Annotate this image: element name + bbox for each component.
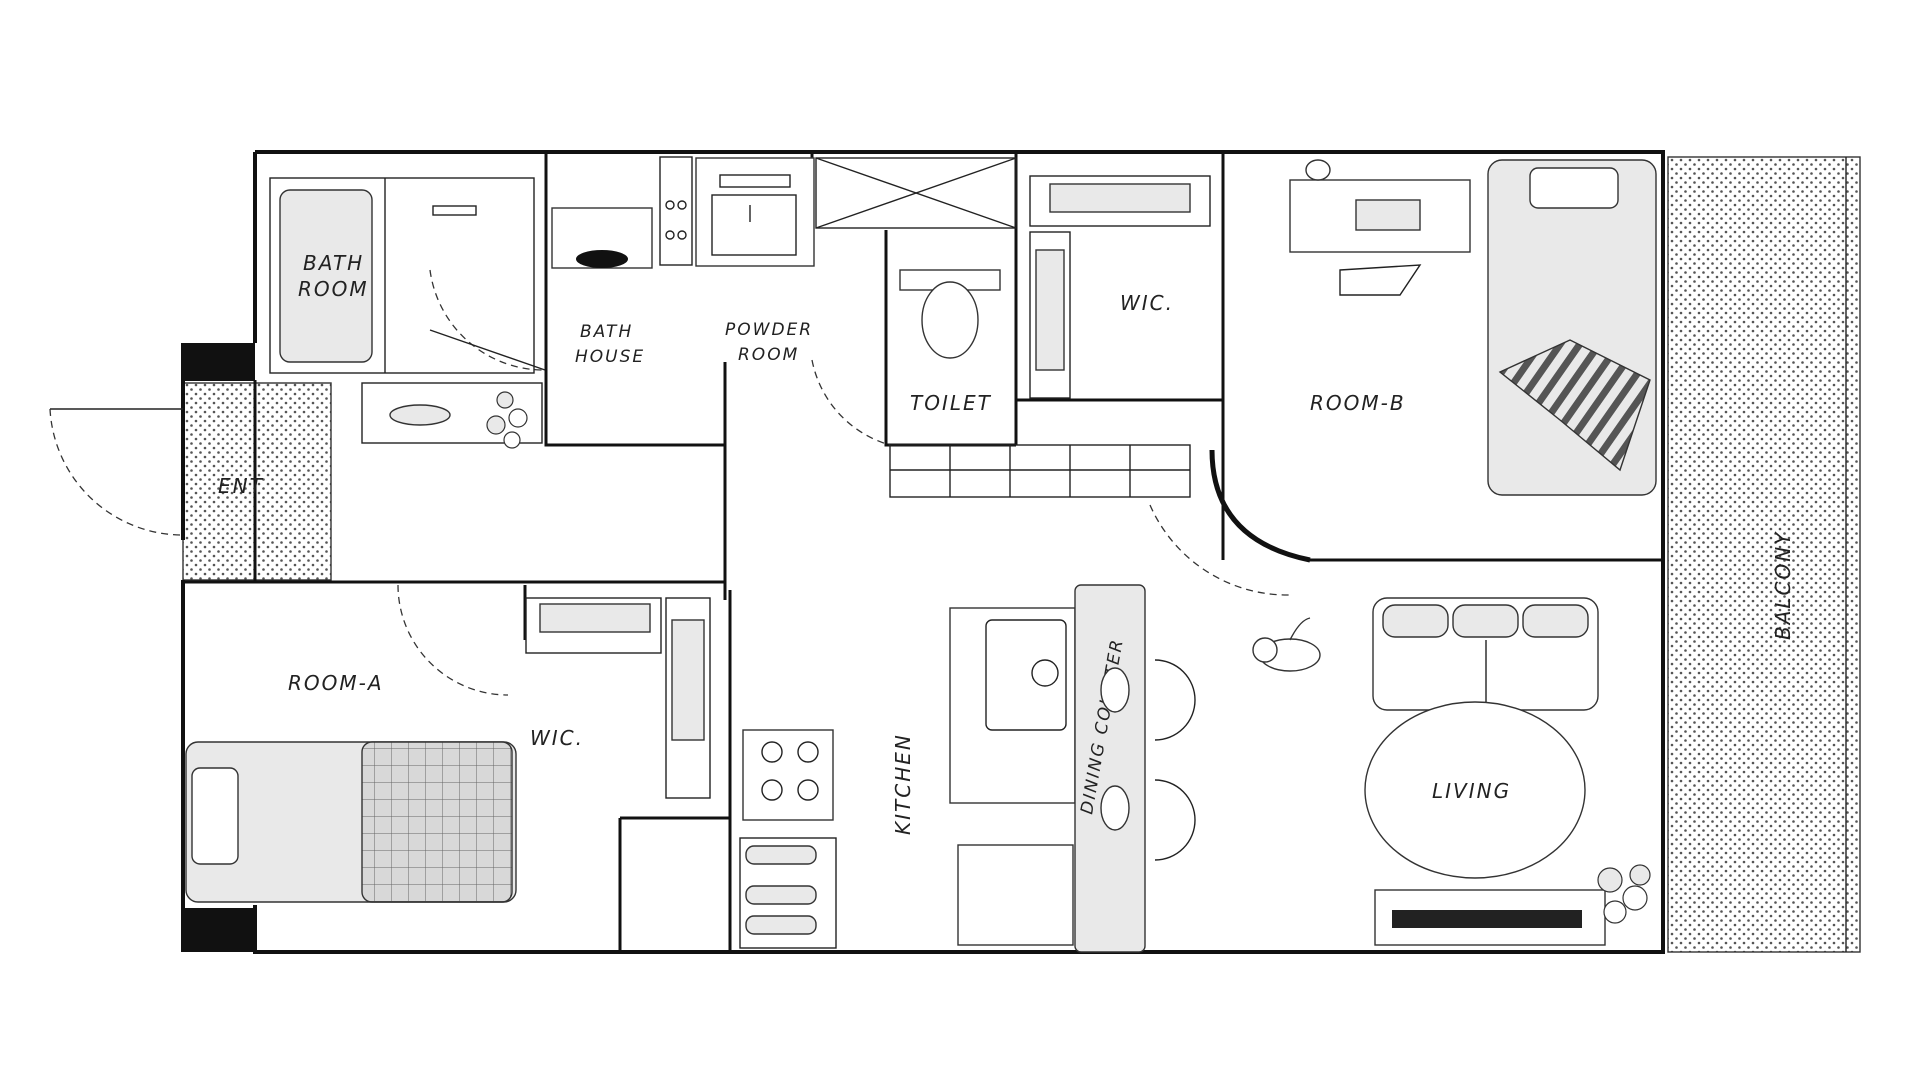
wic-top-hangers (1029, 175, 1211, 399)
bed-room-b (1487, 159, 1657, 496)
sofa (1372, 597, 1599, 711)
dining-counter (1074, 584, 1146, 953)
outer-walls (181, 150, 1665, 954)
balcony-label: BALCONY (1771, 531, 1795, 640)
wine-rack (739, 837, 837, 949)
bed-room-a (185, 741, 517, 903)
wic-top-label: WIC. (1120, 291, 1174, 315)
desk (1289, 159, 1471, 296)
cooktop (742, 729, 834, 821)
cat-icon (1252, 617, 1321, 672)
storage-closet (815, 157, 1017, 229)
dining-plates (1100, 667, 1130, 831)
tv-stand (1374, 889, 1606, 946)
wic-bottom-label: WIC. (530, 726, 584, 750)
entrance-door (49, 408, 184, 536)
powder-room-label-2: ROOM (738, 345, 799, 365)
toilet-label: TOILET (910, 391, 992, 415)
bath-house-label-2: HOUSE (575, 347, 645, 367)
bath-house-label-1: BATH (580, 322, 633, 342)
potted-plant-icon (486, 391, 528, 449)
wic-bottom-hangers (525, 597, 711, 799)
room-b-curved-wall (1209, 449, 1311, 563)
kitchen-sink (949, 607, 1076, 946)
washer-drum (576, 250, 628, 268)
balcony-area (1667, 156, 1861, 953)
bathroom-label-2: ROOM (298, 277, 369, 301)
hall-steps (889, 444, 1191, 498)
living-rug (1364, 701, 1586, 879)
entrance-label: ENT (218, 474, 264, 498)
bathtub (279, 189, 373, 363)
corner-plant-icon (1597, 864, 1651, 924)
vanity-sink (695, 157, 815, 267)
bathroom-label-1: BATH (303, 251, 364, 275)
kitchen-label: KITCHEN (891, 733, 915, 835)
bar-stools (1154, 659, 1196, 861)
cat-bowl-icon (389, 404, 451, 426)
entrance-floor (182, 382, 332, 581)
powder-room-label-1: POWDER (725, 320, 813, 340)
room-b-label: ROOM-B (1310, 391, 1406, 415)
room-a-label: ROOM-A (288, 671, 384, 695)
living-label: LIVING (1432, 779, 1511, 803)
interior-walls (183, 152, 1663, 952)
